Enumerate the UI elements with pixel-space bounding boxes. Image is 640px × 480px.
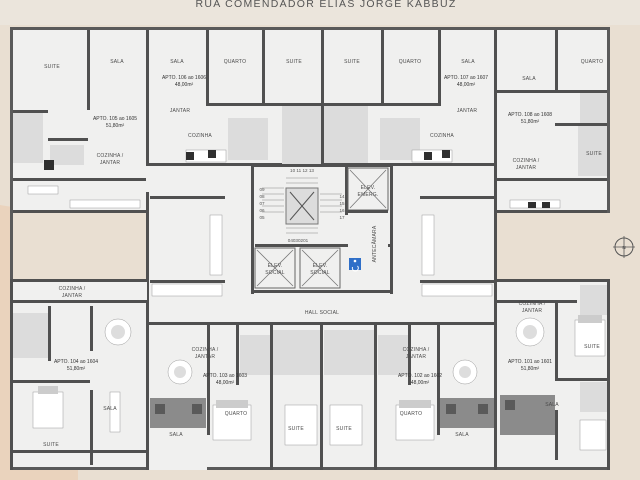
- room-label-101-kitchen-2: JANTAR: [522, 308, 542, 314]
- room-label-103-quarto: QUARTO: [225, 411, 247, 417]
- stair-number-07: 07: [259, 201, 265, 206]
- room-label-105-suite: SUITE: [44, 64, 60, 70]
- room-label-104-suite: SUITE: [43, 442, 59, 448]
- left-closet: [209, 214, 223, 276]
- room-label-106-quarto: QUARTO: [224, 59, 246, 65]
- elev-social-2-label-2: SOCIAL: [310, 270, 330, 276]
- room-label-105-sala: SALA: [110, 59, 124, 65]
- room-label-107-jantar: JANTAR: [457, 108, 477, 114]
- room-label-106-sala: SALA: [170, 59, 184, 65]
- compass-label: N: [622, 245, 626, 250]
- room-label-104-kitchen-2: JANTAR: [62, 293, 82, 299]
- elev-social-1-label-1: ELEV.: [268, 263, 283, 269]
- elev-emerg-label-1: ELEV.: [361, 185, 376, 191]
- north-compass-icon: N: [613, 236, 635, 258]
- room-label-108-quarto: QUARTO: [581, 59, 603, 65]
- apartment-107: [321, 30, 497, 213]
- room-label-103-sala: SALA: [169, 432, 183, 438]
- apt-106-area: 48,00m²: [175, 82, 194, 88]
- elev-social-2-label-1: ELEV.: [313, 263, 328, 269]
- apt-104-area: 51,80m²: [67, 366, 86, 372]
- apt-105-area: 51,80m²: [106, 123, 125, 129]
- apt-101-area: 51,80m²: [521, 366, 540, 372]
- room-label-108-sala: SALA: [522, 76, 536, 82]
- room-label-102-kitchen-2: JANTAR: [406, 354, 426, 360]
- stair-number-16: 16: [339, 208, 345, 213]
- left-gap: [13, 213, 148, 279]
- apt-101-title: APTO. 101 ao 1601: [508, 359, 552, 365]
- apartment-101: [497, 279, 610, 470]
- elev-emerg-label-2: EMERG.: [358, 192, 379, 198]
- room-label-103-kitchen-2: JANTAR: [195, 354, 215, 360]
- room-label-106-cozinha: COZINHA: [188, 133, 212, 139]
- right-gap: [494, 213, 610, 279]
- hall-social-label: HALL SOCIAL: [305, 310, 339, 316]
- stair-numbers-top: 10 11 12 13: [290, 168, 314, 173]
- room-label-105-kitchen-1: COZINHA /: [97, 153, 124, 159]
- room-label-102-kitchen-1: COZINHA /: [403, 347, 430, 353]
- room-label-107-sala: SALA: [461, 59, 475, 65]
- room-label-104-sala: SALA: [103, 406, 117, 412]
- apt-108-area: 51,80m²: [521, 119, 540, 125]
- room-label-102-quarto: QUARTO: [400, 411, 422, 417]
- apt-104-title: APTO. 104 ao 1604: [54, 359, 98, 365]
- stair-number-15: 15: [339, 201, 345, 206]
- room-label-107-suite: SUITE: [344, 59, 360, 65]
- room-label-108-suite: SUITE: [586, 151, 602, 157]
- room-label-102-sala: SALA: [455, 432, 469, 438]
- stair-number-08: 08: [259, 194, 265, 199]
- room-label-103-kitchen-1: COZINHA /: [192, 347, 219, 353]
- apartment-108: [497, 30, 607, 213]
- room-label-106-jantar: JANTAR: [170, 108, 190, 114]
- apartment-106: [146, 30, 322, 213]
- apartment-102: [324, 280, 497, 470]
- room-label-108-kitchen-1: COZINHA /: [513, 158, 540, 164]
- room-label-101-suite: SUITE: [584, 344, 600, 350]
- apartment-105: [13, 30, 146, 213]
- stair-number-09: 09: [259, 187, 265, 192]
- apt-107-title: APTO. 107 ao 1607: [444, 75, 488, 81]
- apt-107-area: 48,00m²: [457, 82, 476, 88]
- apt-103-title: APTO. 103 ao 1603: [203, 373, 247, 379]
- apartment-104: [10, 279, 149, 470]
- room-label-101-kitchen-1: COZINHA /: [519, 301, 546, 307]
- apt-102-title: APTO. 102 ao 1602: [398, 373, 442, 379]
- apt-105-title: APTO. 105 ao 1605: [93, 116, 137, 122]
- hall-social: [146, 300, 497, 324]
- apt-103-area: 48,00m²: [216, 380, 235, 386]
- elev-social-1-label-2: SOCIAL: [265, 270, 285, 276]
- room-label-103-suite: SUITE: [288, 426, 304, 432]
- room-label-104-kitchen-1: COZINHA /: [59, 286, 86, 292]
- stair-number-14: 14: [339, 194, 345, 199]
- right-closet: [421, 214, 435, 276]
- apartment-103: [149, 325, 323, 470]
- room-label-107-quarto: QUARTO: [399, 59, 421, 65]
- street-name: RUA COMENDADOR ELIAS JORGE KABBUZ: [195, 0, 456, 10]
- stair-number-05: 05: [259, 215, 265, 220]
- room-label-106-suite: SUITE: [286, 59, 302, 65]
- antecamara-label: ANTECÂMARA: [371, 225, 378, 262]
- apt-106-title: APTO. 106 ao 1606: [162, 75, 206, 81]
- room-label-107-cozinha: COZINHA: [430, 133, 454, 139]
- apt-102-area: 48,00m²: [411, 380, 430, 386]
- circulation-core: [251, 164, 393, 294]
- room-label-108-kitchen-2: JANTAR: [516, 165, 536, 171]
- stair-numbers-bottom: 04030201: [288, 238, 309, 243]
- street-band: [0, 0, 640, 25]
- room-label-105-kitchen-2: JANTAR: [100, 160, 120, 166]
- room-label-101-sala: SALA: [545, 402, 559, 408]
- stair-number-06: 06: [259, 208, 265, 213]
- stair-number-17: 17: [339, 215, 345, 220]
- room-label-102-suite: SUITE: [336, 426, 352, 432]
- apt-108-title: APTO. 108 ao 1608: [508, 112, 552, 118]
